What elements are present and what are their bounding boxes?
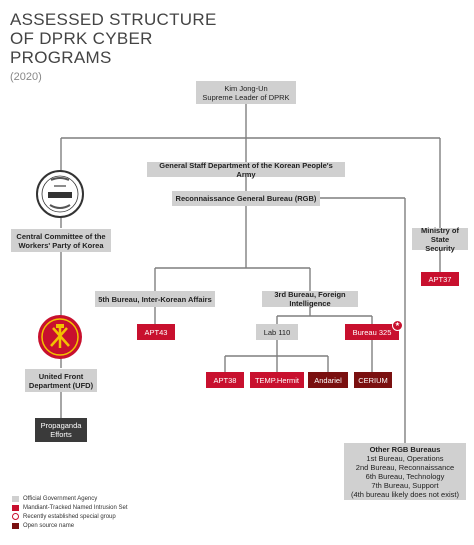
- legend-label: Mandiant-Tracked Named Intrusion Set: [23, 504, 128, 511]
- title-year: (2020): [10, 71, 42, 83]
- node-general-staff: General Staff Department of the Korean P…: [147, 161, 345, 179]
- bureau-325-label: Bureau 325: [352, 327, 392, 337]
- other-rgb-line: 1st Bureau, Operations: [366, 453, 444, 463]
- node-rgb: Reconnaissance General Bureau (RGB): [172, 191, 320, 206]
- node-cerium: CERIUM: [354, 372, 392, 388]
- title-line-3: PROGRAMS: [10, 48, 112, 67]
- legend-item: Official Government Agency: [12, 494, 128, 503]
- other-rgb-heading: Other RGB Bureaus: [369, 444, 441, 454]
- new-group-star-icon: ★: [392, 320, 403, 331]
- node-central-committee: Central Committee of the Workers' Party …: [11, 229, 111, 252]
- seal-emblem-icon: [41, 175, 79, 213]
- legend: Official Government Agency Mandiant-Trac…: [12, 494, 128, 530]
- other-rgb-line: 2nd Bureau, Reconnaissance: [355, 462, 455, 472]
- other-rgb-line: 6th Bureau, Technology: [365, 471, 445, 481]
- node-bureau-325: Bureau 325 ★: [345, 320, 403, 340]
- legend-swatch: [12, 504, 19, 511]
- legend-label: Official Government Agency: [23, 495, 98, 502]
- title-line-1: ASSESSED STRUCTURE: [10, 10, 217, 29]
- node-temp-hermit: TEMP.Hermit: [250, 372, 304, 388]
- node-other-rgb-bureaus: Other RGB Bureaus 1st Bureau, Operations…: [344, 443, 466, 500]
- node-3rd-bureau: 3rd Bureau, Foreign Intelligence: [262, 290, 358, 308]
- legend-star-icon: [12, 513, 19, 520]
- legend-swatch: [12, 522, 19, 529]
- wpk-emblem-icon: [38, 315, 82, 359]
- legend-label: Open source name: [23, 522, 75, 529]
- legend-item: Recently established special group: [12, 512, 128, 521]
- node-ministry-state-security: Ministry of State Security: [412, 226, 468, 253]
- node-kim-jong-un: Kim Jong-Un Supreme Leader of DPRK: [196, 81, 296, 104]
- page-title: ASSESSED STRUCTURE OF DPRK CYBER PROGRAM…: [10, 10, 217, 67]
- node-apt43: APT43: [137, 324, 175, 340]
- node-ufd: United Front Department (UFD): [25, 369, 97, 392]
- title-line-2: OF DPRK CYBER: [10, 29, 153, 48]
- node-apt38: APT38: [206, 372, 244, 388]
- node-apt37: APT37: [421, 272, 459, 286]
- leader-role: Supreme Leader of DPRK: [202, 92, 290, 102]
- legend-item: Open source name: [12, 521, 128, 530]
- node-lab-110: Lab 110: [256, 324, 298, 340]
- node-propaganda-efforts: Propaganda Efforts: [35, 418, 87, 442]
- node-5th-bureau: 5th Bureau, Inter-Korean Affairs: [95, 291, 215, 307]
- legend-item: Mandiant-Tracked Named Intrusion Set: [12, 503, 128, 512]
- wpk-central-committee-seal: [36, 170, 84, 218]
- legend-label: Recently established special group: [23, 513, 116, 520]
- other-rgb-line: (4th bureau likely does not exist): [351, 489, 459, 499]
- legend-swatch: [12, 495, 19, 502]
- other-rgb-line: 7th Bureau, Support: [371, 480, 439, 490]
- node-andariel: Andariel: [308, 372, 348, 388]
- leader-name: Kim Jong-Un: [224, 83, 268, 93]
